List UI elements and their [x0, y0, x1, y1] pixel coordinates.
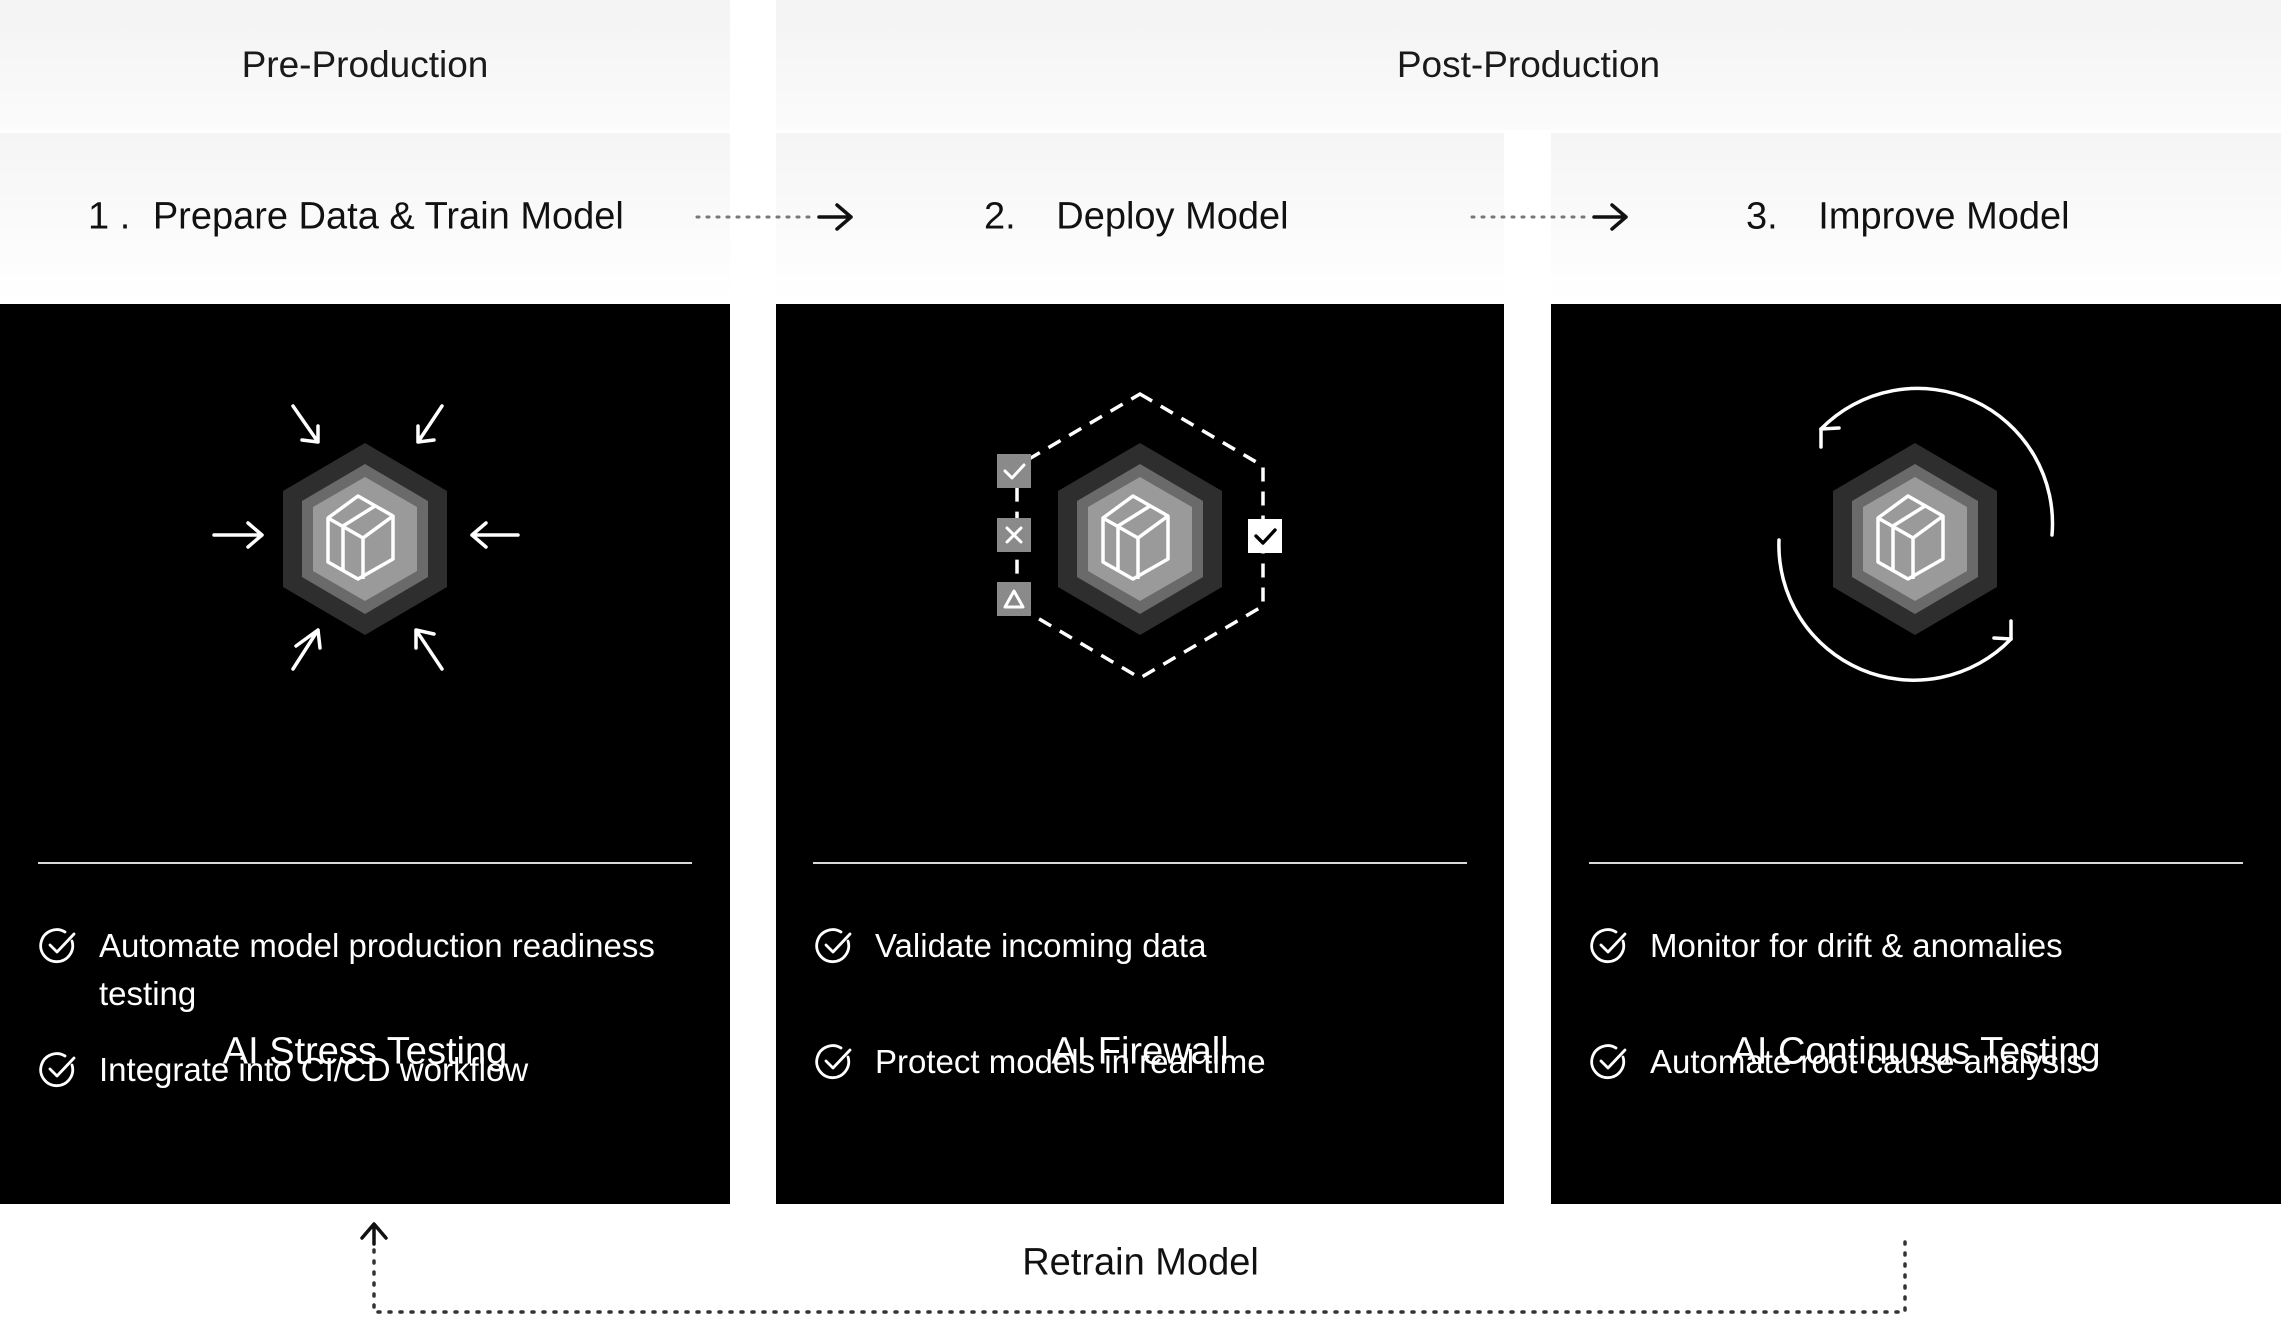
card-title: AI Continuous Testing	[1731, 1030, 2101, 1073]
card-ai-stress-testing: AI Stress Testing Automate model product…	[0, 304, 730, 1204]
step-band-1	[0, 133, 730, 303]
bullet-item: Validate incoming data	[814, 922, 1464, 970]
card-divider	[38, 862, 692, 864]
retrain-loop-arrow-icon	[360, 1222, 1907, 1314]
card-title: AI Stress Testing	[222, 1030, 508, 1073]
bullet-item: Monitor for drift & anomalies	[1589, 922, 2241, 970]
retrain-model-label: Retrain Model	[1022, 1241, 1259, 1284]
check-circle-icon	[1590, 928, 1627, 964]
bullet-text: Validate incoming data	[875, 927, 1207, 964]
hexagon-firewall-icon	[997, 391, 1282, 681]
bullet-text: Monitor for drift & anomalies	[1650, 927, 2063, 964]
check-circle-icon	[39, 1052, 76, 1088]
phase-post-production: Post-Production	[776, 0, 2281, 130]
check-circle-icon	[815, 1044, 852, 1080]
step-number: 1 .	[88, 195, 131, 238]
bullet-text: Automate root cause analysis	[1650, 1043, 2083, 1080]
card-divider	[1589, 862, 2243, 864]
card-ai-firewall: AI Firewall Validate incoming data Prote…	[776, 304, 1504, 1204]
check-circle-icon	[39, 928, 76, 964]
bullet-item: Automate root cause analysis	[1589, 1038, 2241, 1086]
bullet-text: Automate model production readiness test…	[99, 927, 655, 1012]
step-band-3	[1551, 133, 2281, 303]
dotted-arrow-icon	[1470, 203, 1628, 231]
step-title: Deploy Model	[1056, 195, 1289, 238]
step-3-label: 3. Improve Model	[1746, 196, 2070, 239]
bullet-text: Integrate into CI/CD workflow	[99, 1051, 529, 1088]
step-title: Prepare Data & Train Model	[152, 195, 624, 238]
step-number: 3.	[1746, 195, 1778, 238]
step-title: Improve Model	[1818, 195, 2070, 238]
bullet-text: Protect models in real time	[875, 1043, 1266, 1080]
step-2-label: 2. Deploy Model	[984, 196, 1289, 239]
bullet-item: Protect models in real time	[814, 1038, 1464, 1086]
check-circle-icon	[1590, 1044, 1627, 1080]
step-band-2	[776, 133, 1504, 303]
bullet-item: Integrate into CI/CD workflow	[38, 1046, 690, 1094]
phase-pre-production: Pre-Production	[0, 0, 730, 130]
hexagon-stress-test-icon	[212, 404, 520, 671]
bullet-item: Automate model production readiness test…	[38, 922, 690, 1018]
hexagon-continuous-icon	[1777, 386, 2055, 682]
dotted-arrow-icon	[695, 203, 853, 231]
check-circle-icon	[815, 928, 852, 964]
card-title: AI Firewall	[1051, 1030, 1229, 1073]
card-divider	[813, 862, 1467, 864]
card-ai-continuous-testing: AI Continuous Testing Monitor for drift …	[1551, 304, 2281, 1204]
step-1-label: 1 . Prepare Data & Train Model	[88, 196, 624, 239]
step-number: 2.	[984, 195, 1016, 238]
